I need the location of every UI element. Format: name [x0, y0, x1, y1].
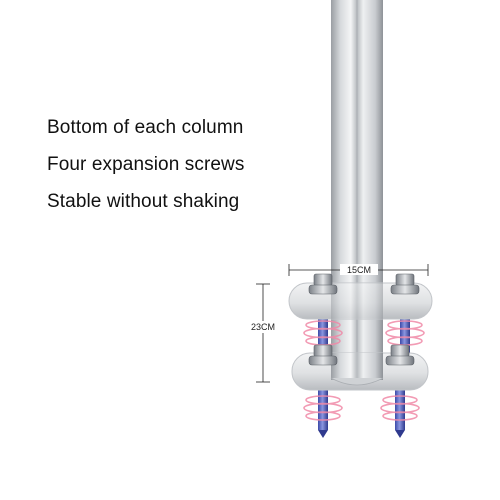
- width-dimension: 15CM: [288, 264, 429, 276]
- expansion-rings: [303, 320, 425, 421]
- feature-list: Bottom of each column Four expansion scr…: [47, 116, 244, 227]
- screw-tips: [318, 430, 405, 438]
- bolt-nuts: [308, 273, 420, 366]
- height-label: 23CM: [251, 322, 275, 332]
- feature-bottom-column: Bottom of each column: [47, 117, 244, 138]
- feature-expansion-screws: Four expansion screws: [47, 154, 245, 175]
- width-label: 15CM: [347, 265, 371, 275]
- height-dimension: 23CM: [244, 283, 282, 383]
- feature-stable: Stable without shaking: [47, 191, 240, 212]
